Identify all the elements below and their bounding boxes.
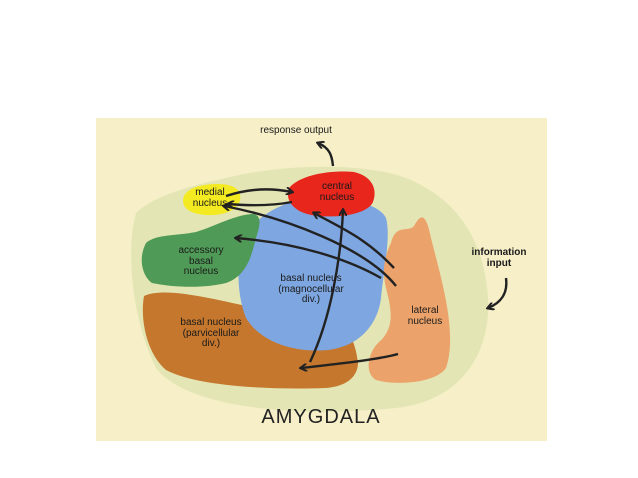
- central-nucleus-region: [287, 171, 375, 217]
- diagram-title: AMYGDALA: [261, 406, 381, 428]
- arrow-medial-to-central: [225, 189, 292, 198]
- label-response-output: response output: [260, 125, 332, 136]
- label-medial-nucleus: medial nucleus: [192, 187, 228, 209]
- arrow-central-to-medial: [228, 202, 293, 205]
- lateral-nucleus-region: [368, 217, 451, 383]
- label-accessory-basal-nucleus: accessory basal nucleus: [178, 245, 224, 277]
- arrow-information-input: [488, 277, 508, 308]
- arrow-response-output: [318, 143, 335, 167]
- arrow-parvicellular-to-central: [308, 210, 343, 363]
- arrow-lateral-to-medial: [224, 206, 397, 287]
- amygdala-diagram-svg: [131, 118, 508, 412]
- accessory-basal-nucleus-region: [141, 214, 260, 287]
- label-central-nucleus: central nucleus: [319, 181, 355, 203]
- amygdala-diagram: response output information input medial…: [96, 118, 547, 441]
- arrow-lateral-to-parvicellular: [301, 352, 399, 368]
- arrow-lateral-to-central: [314, 213, 395, 269]
- basal-nucleus-magnocellular-region: [238, 197, 388, 351]
- label-lateral-nucleus: lateral nucleus: [407, 305, 443, 327]
- label-basal-nucleus-parvicellular: basal nucleus (parvicellular div.): [180, 317, 242, 349]
- label-information-input: information input: [471, 247, 527, 269]
- label-basal-nucleus-magnocellular: basal nucleus (magnocellular div.): [278, 273, 344, 305]
- arrow-lateral-to-accessory: [236, 238, 382, 280]
